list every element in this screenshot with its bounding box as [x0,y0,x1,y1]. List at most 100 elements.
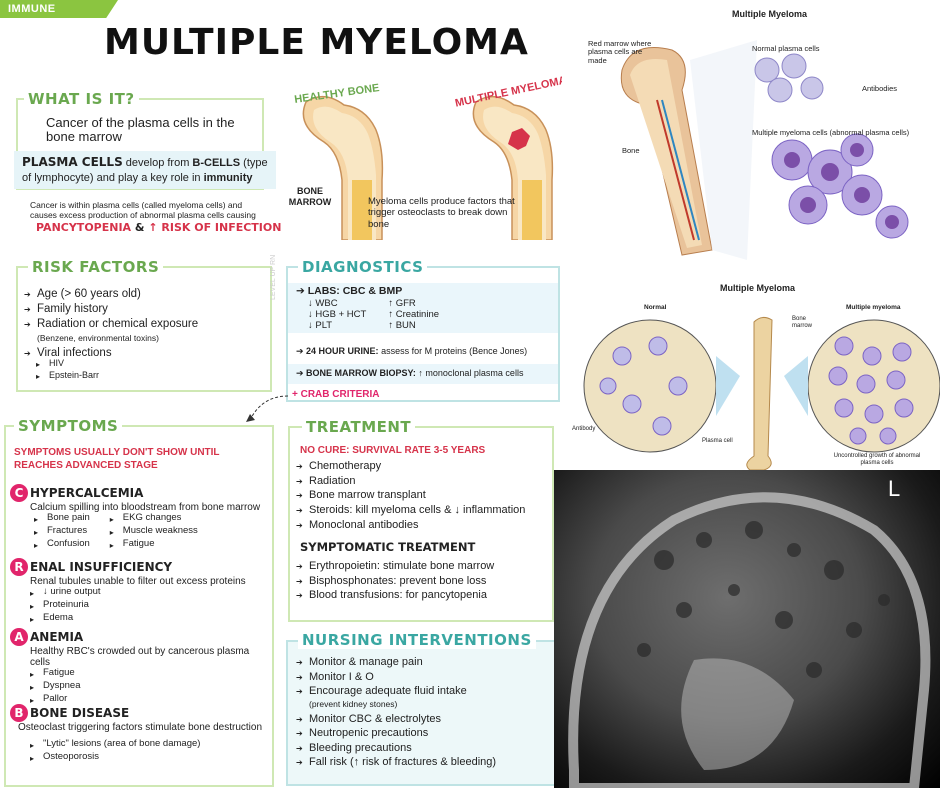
fig2-illustration [583,316,940,470]
nursing-item: Neutropenic precautions [296,727,552,740]
lab-value: ↑ Creatinine [388,308,440,320]
fig2-pcell: Plasma cell [702,438,733,444]
treatment-header: TREATMENT [302,418,416,436]
b-list: "Lytic" lesions (area of bone damage)Ost… [10,738,272,763]
risk-item: Radiation or chemical exposure(Benzene, … [24,318,268,344]
sym-item: ↓ urine output [30,586,272,598]
definition: Cancer of the plasma cells in the bone m… [46,115,235,145]
symptomatic-header: SYMPTOMATIC TREATMENT [300,540,476,554]
viral-item: Epstein-Barr [36,370,99,382]
plasma-cells-label: PLASMA CELLS [22,155,123,169]
pc-text2: (type of lymphocyte) and play a key role… [22,157,268,184]
infection-risk: ↑ RISK OF INFECTION [148,221,282,234]
nursing-item: Encourage adequate fluid intake(prevent … [296,685,552,710]
treatment-item: Chemotherapy [296,460,552,473]
symptomatic-item: Erythropoietin: stimulate bone marrow [296,560,552,573]
letter-r: R [10,558,28,576]
labs-title: ➔ LABS: CBC & BMP [296,285,403,297]
hypercalcemia-desc: Calcium spilling into bloodstream from b… [30,502,261,513]
fig1-bone-label: Bone [622,146,640,155]
bone-disease-desc: Osteoclast triggering factors stimulate … [18,722,263,733]
category-tag: IMMUNE [0,0,118,18]
viral-item: HIV [36,358,99,370]
what-is-it-header: WHAT IS IT? [24,90,139,108]
viral-list: HIV Epstein-Barr [36,358,99,383]
fig1-antibodies: Antibodies [862,84,898,93]
c-list-2: EKG changesMuscle weaknessFatigue [110,512,198,552]
sym-item: Dyspnea [30,680,272,692]
symptoms-box [4,425,274,787]
risk-header: RISK FACTORS [28,258,164,276]
symptoms-warning: SYMPTOMS USUALLY DON'T SHOW UNTIL REACHE… [14,447,220,471]
skull-xray: L [554,470,940,788]
bone-disease-title: BONE DISEASE [30,706,130,720]
xray-marker: L [888,476,901,501]
sym-item: EKG changes [110,512,198,524]
treatment-box [288,426,554,622]
cancer-note: Cancer is within plasma cells (called my… [30,200,270,220]
fig1-red-marrow: Red marrow where plasma cells are made [588,39,652,65]
risk-radiation: Radiation or chemical exposure [37,318,199,331]
hypercalcemia-title: HYPERCALCEMIA [30,486,144,500]
pancytopenia: PANCYTOPENIA [36,221,132,234]
fig2-normal: Normal [644,304,667,311]
r-list: ↓ urine outputProteinuriaEdema [10,586,272,624]
no-cure: NO CURE: SURVIVAL RATE 3-5 YEARS [300,445,486,456]
figure-2: Multiple Myeloma Normal Multiple myeloma… [562,276,940,470]
cancer-note-text: Cancer is within plasma cells (called my… [30,200,256,221]
arrow-to-symptoms [246,395,289,422]
letter-c: C [10,484,28,502]
figure-1: Multiple Myeloma Red marrow where plasma… [562,0,940,272]
a-list: FatigueDyspneaPallor [10,667,272,705]
fig1-normal-label: Normal plasma cells [752,44,820,53]
treatment-list: Chemotherapy Radiation Bone marrow trans… [296,460,552,533]
nursing-item: Monitor & manage pain [296,656,552,669]
renal-title: ENAL INSUFFICIENCY [30,560,173,574]
healthy-bone-image [302,96,384,240]
lab-value: ↑ GFR [388,297,416,309]
treatment-item: Steroids: kill myeloma cells & ↓ inflamm… [296,504,552,517]
sym-item: Bone pain [34,512,90,524]
fluid-intake: Encourage adequate fluid intake [309,685,467,698]
sym-item: Edema [30,612,272,624]
page-title: MULTIPLE MYELOMA [104,22,529,63]
treatment-item: Radiation [296,475,552,488]
pc-text: develop from [122,157,193,169]
fig2-marrow: Bone marrow [792,316,813,329]
sym-item: Fractures [34,525,90,537]
fig1-mm-label: Multiple myeloma cells (abnormal plasma … [752,128,910,137]
osteoclast-caption: Myeloma cells produce factors that trigg… [368,196,515,230]
renal-desc: Renal tubules unable to filter out exces… [30,576,246,587]
plasma-cells-note: PLASMA CELLS develop from B-CELLS (type … [14,151,276,189]
biopsy-label: BONE MARROW BIOPSY: [306,368,416,378]
urine-text: assess for M proteins (Bence Jones) [378,346,528,356]
crab-criteria: + CRAB CRITERIA [292,389,380,400]
sym-item: Muscle weakness [110,525,198,537]
sym-item: Confusion [34,538,90,550]
fig2-antibody: Antibody [572,426,596,432]
fluid-note: (prevent kidney stones) [309,698,398,709]
anemia-title: ANEMIA [30,630,84,644]
fig2-mm: Multiple myeloma [846,304,901,311]
sym-item: Pallor [30,693,272,705]
symptomatic-list: Erythropoietin: stimulate bone marrow Bi… [296,560,552,604]
sym-item: Proteinuria [30,599,272,611]
labs-label: LABS: CBC & BMP [307,285,403,297]
risk-list: Age (> 60 years old) Family history Radi… [24,288,268,362]
lab-value: ↓ WBC [308,297,338,309]
urine-test: ➔ 24 HOUR URINE: assess for M proteins (… [296,346,528,356]
bone-illustrations [302,96,554,240]
fig2-title: Multiple Myeloma [720,283,796,293]
risk-item: Viral infections [24,347,268,360]
biopsy-test: ➔ BONE MARROW BIOPSY: ↑ monoclonal plasm… [288,364,558,384]
nursing-item: Bleeding precautions [296,742,552,755]
nursing-header: NURSING INTERVENTIONS [298,631,536,649]
myeloma-bone-image [472,96,554,240]
risk-item: Family history [24,303,268,316]
symptomatic-item: Blood transfusions: for pancytopenia [296,589,552,602]
fig2-uncontrolled: Uncontrolled growth of abnormal plasma c… [833,453,921,466]
